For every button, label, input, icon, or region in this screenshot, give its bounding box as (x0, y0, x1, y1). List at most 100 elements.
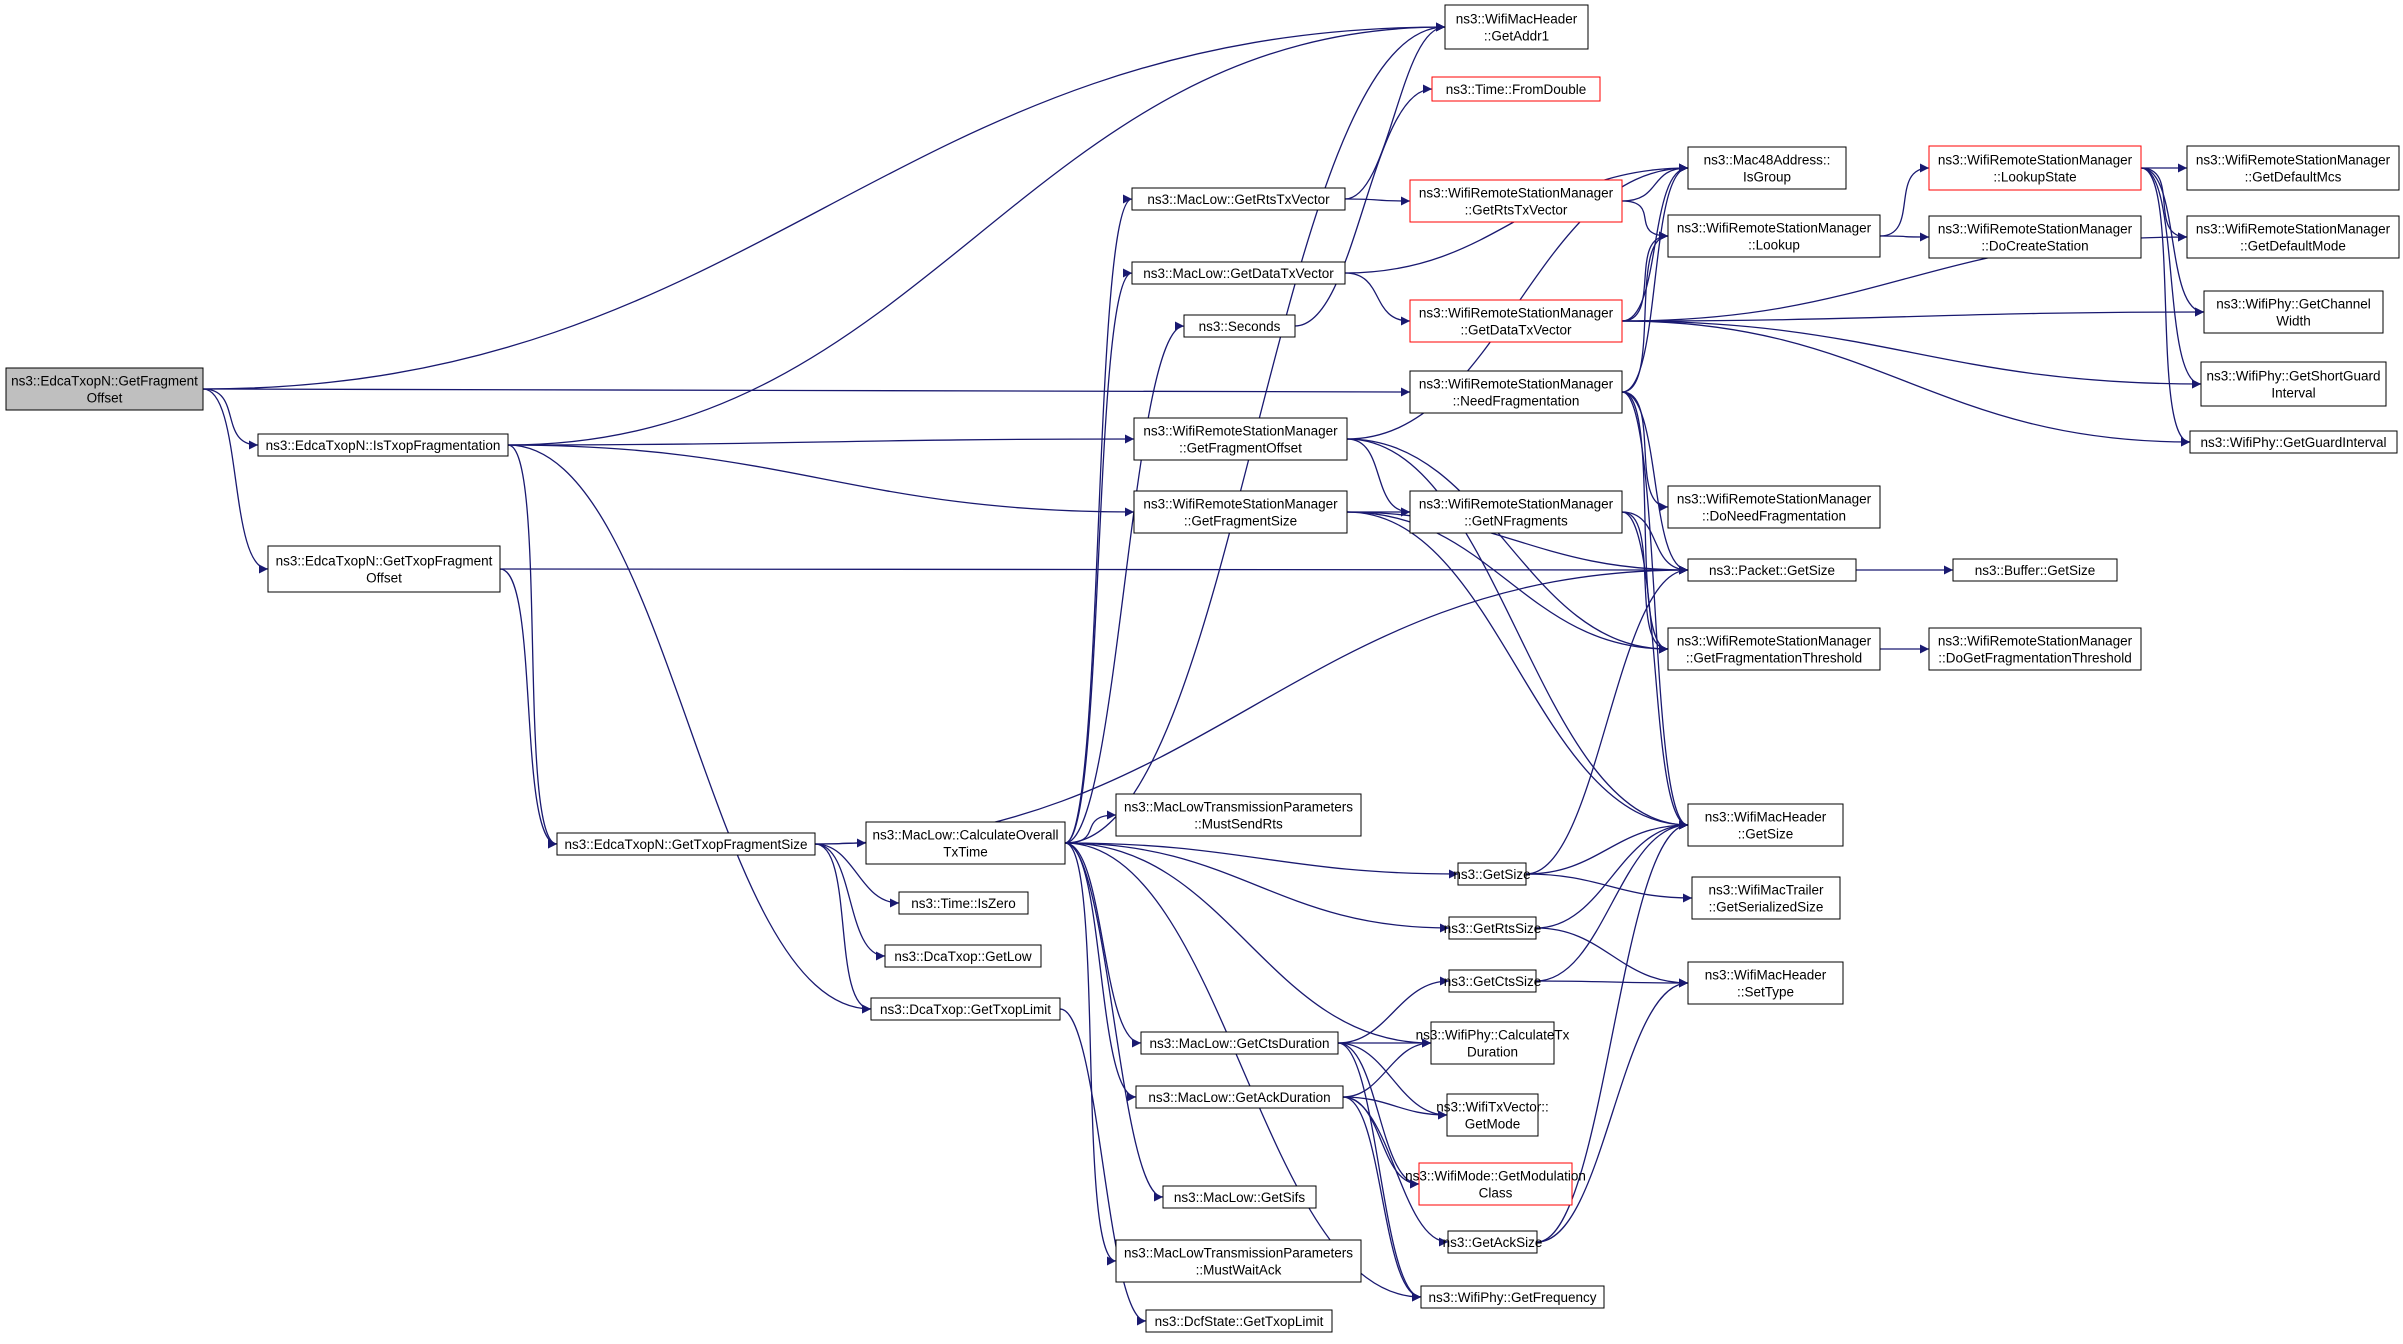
node-getRtsSize[interactable]: ns3::GetRtsSize (1444, 916, 1542, 940)
node-getCtsSize[interactable]: ns3::GetCtsSize (1444, 969, 1542, 993)
node-getFreq[interactable]: ns3::WifiPhy::GetFrequency (1420, 1285, 1605, 1309)
node-box-wrsmGetRtsTxV[interactable] (1409, 179, 1623, 223)
node-root[interactable]: ns3::EdcaTxopN::GetFragmentOffset (5, 367, 204, 411)
node-wrsmGetDataTxV[interactable]: ns3::WifiRemoteStationManager::GetDataTx… (1409, 299, 1623, 343)
node-getDataTxV[interactable]: ns3::MacLow::GetDataTxVector (1131, 261, 1346, 285)
node-box-macHdrGetSize[interactable] (1687, 803, 1844, 847)
node-packetGetSize[interactable]: ns3::Packet::GetSize (1687, 558, 1857, 582)
node-box-getShortGI[interactable] (2200, 361, 2387, 407)
node-getNFrag[interactable]: ns3::WifiRemoteStationManager::GetNFragm… (1409, 490, 1623, 534)
node-timeIsZero[interactable]: ns3::Time::IsZero (898, 891, 1029, 915)
node-box-txvGetMode[interactable] (1446, 1093, 1539, 1137)
node-box-dcaGetLow[interactable] (884, 944, 1042, 968)
node-getAckDur[interactable]: ns3::MacLow::GetAckDuration (1135, 1085, 1344, 1109)
node-box-isGroup[interactable] (1687, 146, 1847, 190)
node-box-calcTxDur[interactable] (1430, 1021, 1555, 1065)
node-box-getFreq[interactable] (1420, 1285, 1605, 1309)
node-box-getFragThresh[interactable] (1667, 627, 1881, 671)
node-doCreateStation[interactable]: ns3::WifiRemoteStationManager::DoCreateS… (1928, 215, 2142, 259)
node-box-getRtsSize[interactable] (1448, 916, 1537, 940)
node-setType[interactable]: ns3::WifiMacHeader::SetType (1687, 961, 1844, 1005)
node-doGetFragThresh[interactable]: ns3::WifiRemoteStationManager::DoGetFrag… (1928, 627, 2142, 671)
node-getSifs[interactable]: ns3::MacLow::GetSifs (1162, 1185, 1317, 1209)
node-box-root[interactable] (5, 367, 204, 411)
node-box-getModClass[interactable] (1418, 1162, 1573, 1206)
node-isGroup[interactable]: ns3::Mac48Address::IsGroup (1687, 146, 1847, 190)
node-needFrag[interactable]: ns3::WifiRemoteStationManager::NeedFragm… (1409, 370, 1623, 414)
node-getTxopFragSize[interactable]: ns3::EdcaTxopN::GetTxopFragmentSize (556, 832, 816, 856)
node-getRtsTxV[interactable]: ns3::MacLow::GetRtsTxVector (1131, 187, 1346, 211)
node-box-setType[interactable] (1687, 961, 1844, 1005)
node-fromDouble[interactable]: ns3::Time::FromDouble (1431, 76, 1601, 102)
node-box-getChanWidth[interactable] (2203, 290, 2384, 334)
node-box-fromDouble[interactable] (1431, 76, 1601, 102)
node-box-getNFrag[interactable] (1409, 490, 1623, 534)
node-box-lookup[interactable] (1667, 214, 1881, 258)
node-txvGetMode[interactable]: ns3::WifiTxVector::GetMode (1436, 1093, 1549, 1137)
node-getAckSize[interactable]: ns3::GetAckSize (1443, 1230, 1543, 1254)
node-dcaGetLow[interactable]: ns3::DcaTxop::GetLow (884, 944, 1042, 968)
node-box-getDefaultMode[interactable] (2186, 215, 2400, 259)
node-box-wrsmGetFragOff[interactable] (1133, 417, 1348, 461)
node-box-getCtsDur[interactable] (1140, 1031, 1339, 1055)
node-box-getTxopFragOff[interactable] (267, 545, 501, 593)
node-getDefaultMcs[interactable]: ns3::WifiRemoteStationManager::GetDefaul… (2186, 145, 2400, 191)
node-box-getDataTxV[interactable] (1131, 261, 1346, 285)
node-mustWaitAck[interactable]: ns3::MacLowTransmissionParameters::MustW… (1115, 1239, 1362, 1283)
node-box-timeIsZero[interactable] (898, 891, 1029, 915)
node-box-calcTx[interactable] (865, 821, 1066, 865)
node-box-getTxopFragSize[interactable] (556, 832, 816, 856)
node-box-dcaGetTxopLimit[interactable] (870, 997, 1061, 1021)
node-dcaGetTxopLimit[interactable]: ns3::DcaTxop::GetTxopLimit (870, 997, 1061, 1021)
node-box-trailerSize[interactable] (1691, 876, 1841, 920)
node-wrsmGetRtsTxV[interactable]: ns3::WifiRemoteStationManager::GetRtsTxV… (1409, 179, 1623, 223)
node-dcfGetTxopLimit[interactable]: ns3::DcfState::GetTxopLimit (1145, 1309, 1333, 1333)
node-box-mustWaitAck[interactable] (1115, 1239, 1362, 1283)
node-box-getAddr1[interactable] (1444, 4, 1589, 50)
node-box-doCreateStation[interactable] (1928, 215, 2142, 259)
node-isTxop[interactable]: ns3::EdcaTxopN::IsTxopFragmentation (257, 433, 509, 457)
node-mustSendRts[interactable]: ns3::MacLowTransmissionParameters::MustS… (1115, 793, 1362, 837)
node-trailerSize[interactable]: ns3::WifiMacTrailer::GetSerializedSize (1691, 876, 1841, 920)
node-getCtsDur[interactable]: ns3::MacLow::GetCtsDuration (1140, 1031, 1339, 1055)
node-box-wrsmGetFragSize[interactable] (1133, 490, 1348, 534)
node-wrsmGetFragSize[interactable]: ns3::WifiRemoteStationManager::GetFragme… (1133, 490, 1348, 534)
node-box-isTxop[interactable] (257, 433, 509, 457)
node-doNeedFrag[interactable]: ns3::WifiRemoteStationManager::DoNeedFra… (1667, 485, 1881, 529)
node-bufGetSize[interactable]: ns3::Buffer::GetSize (1952, 558, 2118, 582)
node-box-dcfGetTxopLimit[interactable] (1145, 1309, 1333, 1333)
node-macHdrGetSize[interactable]: ns3::WifiMacHeader::GetSize (1687, 803, 1844, 847)
node-box-doGetFragThresh[interactable] (1928, 627, 2142, 671)
node-box-getSifs[interactable] (1162, 1185, 1317, 1209)
node-box-getSizeFn[interactable] (1457, 862, 1527, 886)
node-box-getDefaultMcs[interactable] (2186, 145, 2400, 191)
node-box-bufGetSize[interactable] (1952, 558, 2118, 582)
node-getSizeFn[interactable]: ns3::GetSize (1453, 862, 1531, 886)
node-lookup[interactable]: ns3::WifiRemoteStationManager::Lookup (1667, 214, 1881, 258)
node-box-lookupState[interactable] (1928, 145, 2142, 191)
node-box-getCtsSize[interactable] (1448, 969, 1537, 993)
node-getGI[interactable]: ns3::WifiPhy::GetGuardInterval (2189, 430, 2398, 454)
node-box-packetGetSize[interactable] (1687, 558, 1857, 582)
node-box-getAckSize[interactable] (1447, 1230, 1538, 1254)
node-box-mustSendRts[interactable] (1115, 793, 1362, 837)
node-getAddr1[interactable]: ns3::WifiMacHeader::GetAddr1 (1444, 4, 1589, 50)
node-wrsmGetFragOff[interactable]: ns3::WifiRemoteStationManager::GetFragme… (1133, 417, 1348, 461)
node-box-getGI[interactable] (2189, 430, 2398, 454)
node-box-getRtsTxV[interactable] (1131, 187, 1346, 211)
node-getFragThresh[interactable]: ns3::WifiRemoteStationManager::GetFragme… (1667, 627, 1881, 671)
node-box-doNeedFrag[interactable] (1667, 485, 1881, 529)
node-lookupState[interactable]: ns3::WifiRemoteStationManager::LookupSta… (1928, 145, 2142, 191)
node-box-seconds[interactable] (1183, 314, 1296, 338)
node-box-needFrag[interactable] (1409, 370, 1623, 414)
node-getDefaultMode[interactable]: ns3::WifiRemoteStationManager::GetDefaul… (2186, 215, 2400, 259)
node-seconds[interactable]: ns3::Seconds (1183, 314, 1296, 338)
node-box-getAckDur[interactable] (1135, 1085, 1344, 1109)
node-box-wrsmGetDataTxV[interactable] (1409, 299, 1623, 343)
